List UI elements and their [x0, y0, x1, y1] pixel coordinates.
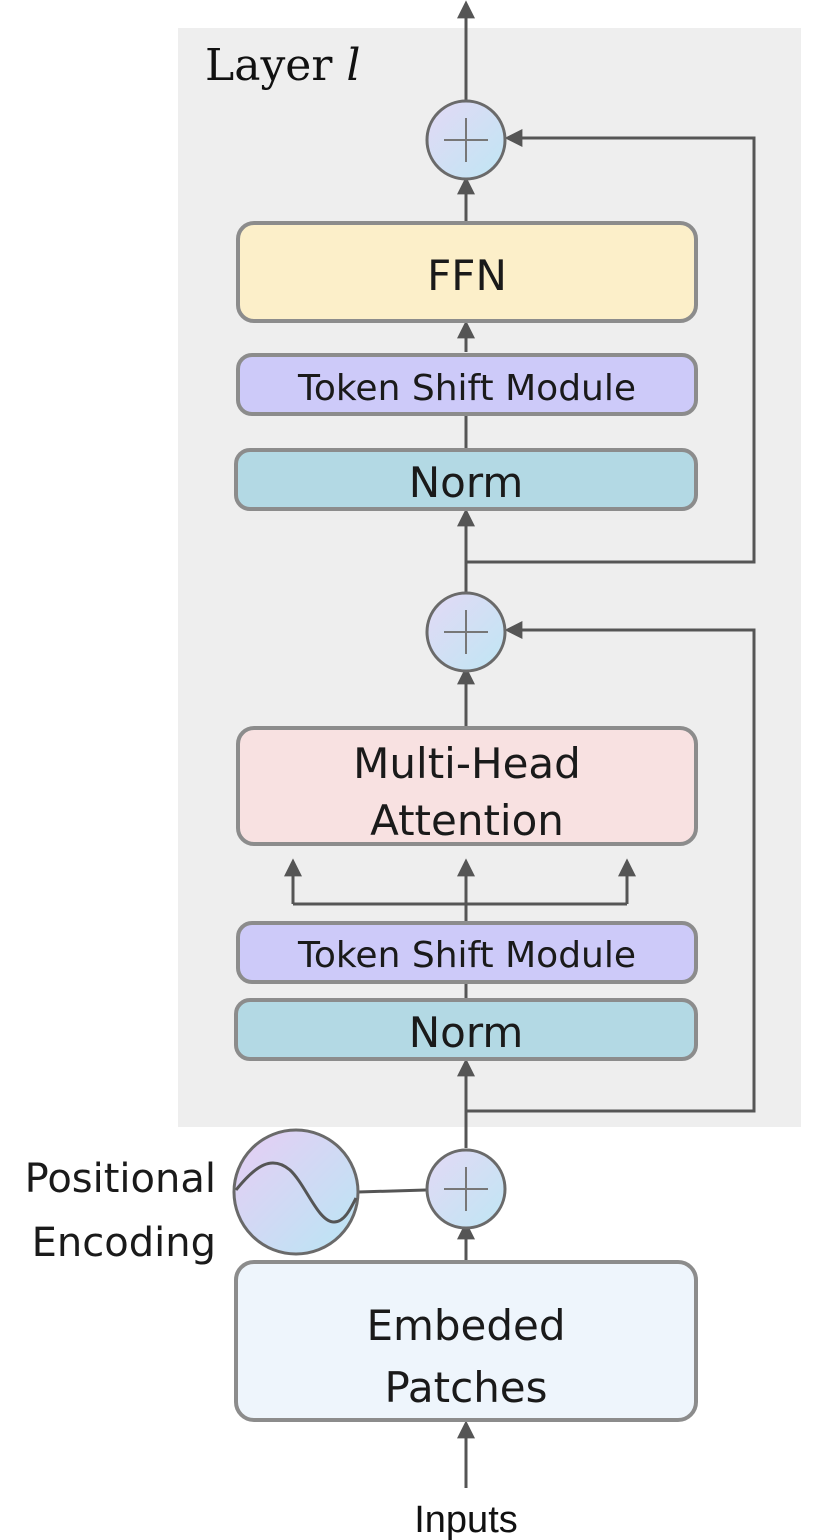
token-shift-block-bottom — [236, 921, 698, 984]
norm-block-top — [234, 448, 698, 511]
pos-encoding-connector — [357, 1188, 427, 1194]
positional-encoding-circle — [232, 1128, 360, 1256]
residual-path-bottom — [466, 621, 756, 1113]
adder-top — [425, 99, 507, 181]
token-shift-block-top — [236, 353, 698, 416]
adder-middle — [425, 591, 507, 673]
embedded-patches-block — [234, 1260, 698, 1422]
layer-title: Layer l — [205, 40, 360, 91]
positional-label-line2: Encoding — [32, 1220, 216, 1266]
token-shift-label-bottom: Token Shift Module — [297, 935, 636, 976]
norm-label-top: Norm — [409, 458, 524, 507]
embedded-label-line2: Patches — [384, 1363, 547, 1412]
ffn-block — [236, 221, 698, 323]
sine-wave-icon — [234, 1161, 358, 1224]
token-shift-label-top: Token Shift Module — [297, 368, 636, 409]
inputs-label: Inputs — [414, 1499, 518, 1540]
attention-label-line1: Multi-Head — [353, 739, 581, 788]
adder-positional — [425, 1148, 507, 1230]
positional-label-line1: Positional — [25, 1156, 216, 1202]
attention-block — [236, 726, 698, 846]
attention-label-line2: Attention — [370, 796, 564, 845]
norm-block-bottom — [234, 998, 698, 1061]
residual-path-top — [466, 129, 756, 564]
norm-label-bottom: Norm — [409, 1008, 524, 1057]
embedded-label-line1: Embeded — [366, 1301, 565, 1350]
ffn-label: FFN — [427, 251, 507, 300]
